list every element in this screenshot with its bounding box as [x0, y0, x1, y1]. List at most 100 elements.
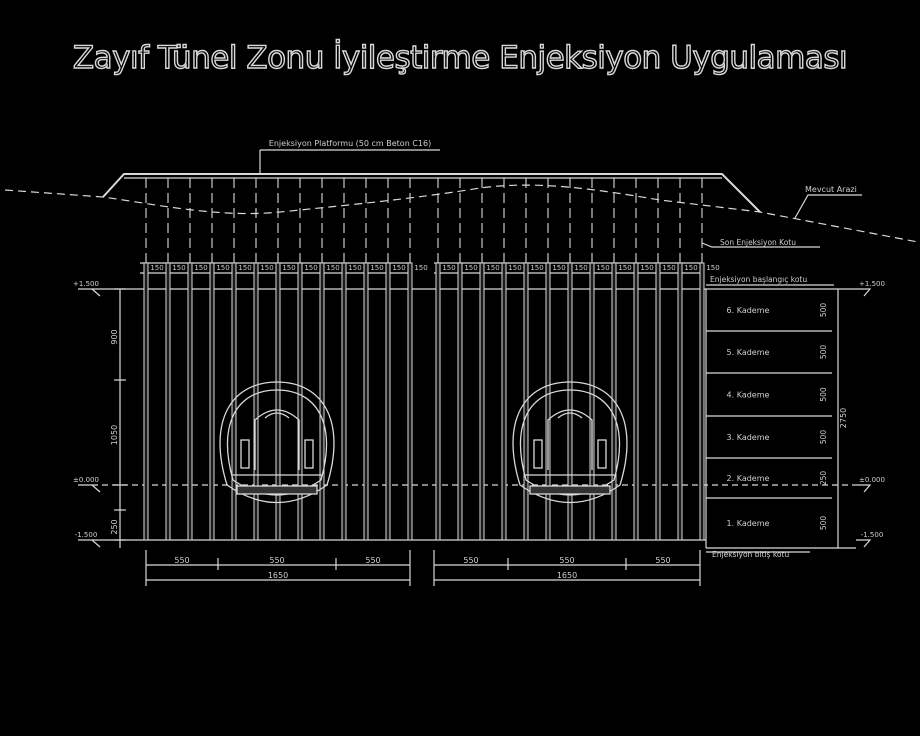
- grout-column: [187, 262, 193, 541]
- grout-column: [165, 262, 171, 541]
- grout-column: [655, 262, 661, 541]
- bottom-total-dimension: 1650: [268, 571, 288, 580]
- stage-label: 1. Kademe: [727, 519, 770, 528]
- spacing-label: 150: [684, 264, 697, 272]
- bottom-dimension: 550: [269, 556, 284, 565]
- tunnel-inner-lining: [519, 389, 621, 496]
- stage-dimension: 500: [819, 430, 828, 445]
- spacing-label: 150: [414, 264, 427, 272]
- stage-dimension: 500: [819, 303, 828, 318]
- grout-column: [699, 262, 705, 541]
- spacing-label: 150: [370, 264, 383, 272]
- injection-start-label: Enjeksiyon başlangıç kotu: [710, 275, 807, 284]
- bottom-dimension: 550: [365, 556, 380, 565]
- stage-dimension: 500: [819, 516, 828, 531]
- grout-column: [589, 262, 595, 541]
- grout-column: [501, 262, 507, 541]
- grout-column: [457, 262, 463, 541]
- grout-column: [677, 262, 683, 541]
- injection-bottom-label: Enjeksiyon bitiş kotu: [712, 550, 789, 559]
- spacing-label: 150: [172, 264, 185, 272]
- spacing-label: 150: [326, 264, 339, 272]
- spacing-label: 150: [662, 264, 675, 272]
- elevation-bottom-left: -1.500: [75, 531, 98, 539]
- tunnel-outer-lining: [219, 381, 335, 504]
- spacing-label: 150: [194, 264, 207, 272]
- spacing-label: 150: [282, 264, 295, 272]
- spacing-label: 150: [486, 264, 499, 272]
- grout-column: [209, 262, 215, 541]
- tunnel-outer-lining: [512, 381, 628, 504]
- spacing-label: 150: [442, 264, 455, 272]
- bottom-dimension: 550: [655, 556, 670, 565]
- stage-dimension: 250: [819, 471, 828, 486]
- spacing-label: 150: [596, 264, 609, 272]
- grout-column: [545, 262, 551, 541]
- bottom-dimension: 550: [559, 556, 574, 565]
- grout-column: [435, 262, 441, 541]
- grout-column: [633, 262, 639, 541]
- spacing-label: 150: [530, 264, 543, 272]
- grout-column: [567, 262, 573, 541]
- page-title: Zayıf Tünel Zonu İyileştirme Enjeksiyon …: [72, 39, 848, 76]
- grout-column: [297, 262, 303, 541]
- bottom-dimension: 550: [463, 556, 478, 565]
- grout-column: [363, 262, 369, 541]
- spacing-label: 150: [574, 264, 587, 272]
- stage-label: 3. Kademe: [727, 433, 770, 442]
- grout-column: [143, 262, 149, 541]
- ground-leader: [794, 194, 862, 219]
- stage-label: 4. Kademe: [727, 391, 770, 400]
- vertical-dimension: 1050: [110, 425, 119, 445]
- grout-column: [275, 262, 281, 541]
- spacing-label: 150: [260, 264, 273, 272]
- stage-dimension: 500: [819, 387, 828, 402]
- sidewalk-right: [597, 439, 607, 469]
- ground-label: Mevcut Arazi: [805, 185, 857, 194]
- elevation-bottom-right: -1.500: [861, 531, 884, 539]
- stage-label: 5. Kademe: [727, 348, 770, 357]
- stage-label: 6. Kademe: [727, 306, 770, 315]
- grout-column: [385, 262, 391, 541]
- injection-end-label: Son Enjeksiyon Kotu: [720, 238, 796, 247]
- crown-detail: [264, 412, 290, 419]
- stage-label: 2. Kademe: [727, 474, 770, 483]
- spacing-label: 150: [304, 264, 317, 272]
- elevation-top-right: +1.500: [859, 280, 885, 288]
- sidewalk-right: [304, 439, 314, 469]
- spacing-label: 150: [150, 264, 163, 272]
- crown-detail: [557, 412, 583, 419]
- vertical-dimension: 900: [110, 329, 119, 344]
- spacing-label: 150: [508, 264, 521, 272]
- spacing-label: 150: [216, 264, 229, 272]
- platform-label: Enjeksiyon Platformu (50 cm Beton C16): [269, 139, 431, 148]
- bottom-total-dimension: 1650: [557, 571, 577, 580]
- vehicle-clearance: [254, 409, 300, 470]
- spacing-label: 150: [348, 264, 361, 272]
- spacing-label: 150: [464, 264, 477, 272]
- vehicle-clearance: [547, 409, 593, 470]
- sidewalk-left: [240, 439, 250, 469]
- tunnel-section: [512, 381, 628, 504]
- grout-column: [341, 262, 347, 541]
- elevation-mid-left: ±0.000: [73, 476, 99, 484]
- stage-dimension: 500: [819, 345, 828, 360]
- invert-slab: [236, 485, 318, 495]
- elevation-mid-right: ±0.000: [859, 476, 885, 484]
- spacing-label: 150: [640, 264, 653, 272]
- sidewalk-left: [533, 439, 543, 469]
- invert-slab: [529, 485, 611, 495]
- injection-end-leader: [701, 242, 820, 248]
- existing-ground-line: [4, 184, 919, 243]
- tunnel-section: [219, 381, 335, 504]
- grout-column: [407, 262, 413, 541]
- total-depth-dimension: 2750: [839, 408, 848, 428]
- spacing-label: 150: [706, 264, 719, 272]
- injection-platform: [102, 173, 761, 213]
- grout-column: [253, 262, 259, 541]
- elevation-top-left: +1.500: [73, 280, 99, 288]
- spacing-label: 150: [238, 264, 251, 272]
- spacing-label: 150: [618, 264, 631, 272]
- spacing-label: 150: [392, 264, 405, 272]
